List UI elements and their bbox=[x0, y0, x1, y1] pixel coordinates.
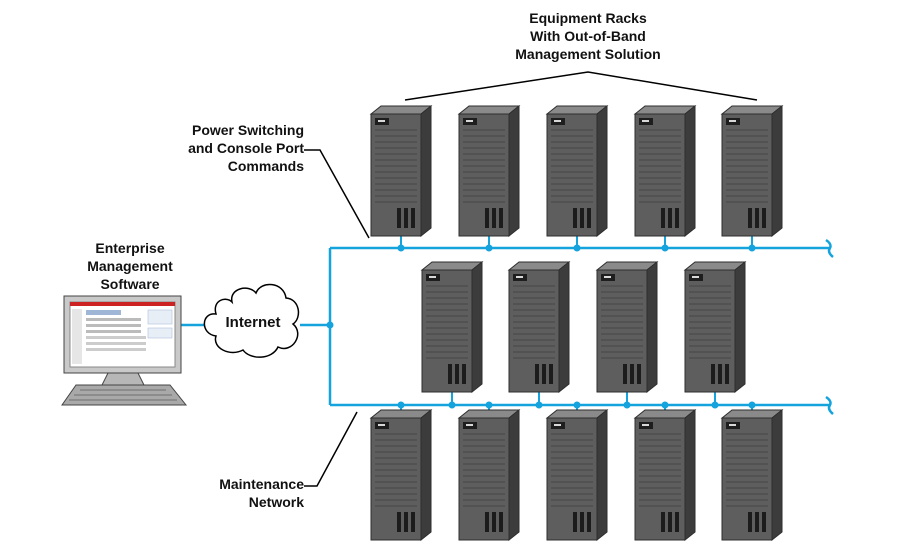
internet-label: Internet bbox=[225, 314, 281, 331]
server-rack-icon bbox=[596, 261, 658, 393]
label-line: Management Solution bbox=[515, 46, 661, 62]
maintenance-leader-line bbox=[304, 411, 358, 487]
server-rack-icon bbox=[546, 105, 608, 237]
bottom-bus-break bbox=[825, 395, 834, 415]
server-rack-icon bbox=[458, 409, 520, 541]
racks-bracket bbox=[404, 71, 758, 101]
server-rack-icon bbox=[721, 105, 783, 237]
server-rack-icon bbox=[421, 261, 483, 393]
label-line: With Out-of-Band bbox=[530, 28, 646, 44]
maintenance-network-label: Maintenance Network bbox=[160, 475, 304, 511]
server-rack-icon bbox=[684, 261, 746, 393]
server-rack-icon bbox=[546, 409, 608, 541]
server-rack-icon bbox=[634, 409, 696, 541]
server-rack-icon bbox=[458, 105, 520, 237]
label-line: Maintenance bbox=[219, 476, 304, 492]
label-line: Management bbox=[87, 258, 173, 274]
enterprise-software-label: Enterprise Management Software bbox=[60, 239, 200, 293]
server-rack-icon bbox=[634, 105, 696, 237]
server-rack-icon bbox=[370, 105, 432, 237]
rack-row-middle bbox=[421, 261, 746, 393]
equipment-racks-label: Equipment Racks With Out-of-Band Managem… bbox=[468, 9, 708, 63]
bus-junctions bbox=[326, 244, 756, 409]
rack-row-bottom bbox=[370, 409, 783, 541]
label-line: Enterprise bbox=[95, 240, 165, 256]
server-rack-icon bbox=[370, 409, 432, 541]
power-leader-line bbox=[304, 149, 370, 239]
leader-lines bbox=[304, 149, 370, 487]
server-rack-icon bbox=[508, 261, 570, 393]
computer-icon bbox=[61, 295, 188, 406]
server-rack-icon bbox=[721, 409, 783, 541]
label-line: Equipment Racks bbox=[529, 10, 647, 26]
rack-row-top bbox=[370, 105, 783, 237]
label-line: Software bbox=[100, 276, 160, 292]
label-line: and Console Port bbox=[188, 140, 304, 156]
label-line: Commands bbox=[227, 158, 304, 174]
top-bus-break bbox=[825, 238, 834, 258]
label-line: Power Switching bbox=[191, 122, 304, 138]
label-line: Network bbox=[248, 494, 304, 510]
cloud-icon bbox=[203, 283, 300, 358]
power-switching-label: Power Switching and Console Port Command… bbox=[120, 121, 304, 175]
